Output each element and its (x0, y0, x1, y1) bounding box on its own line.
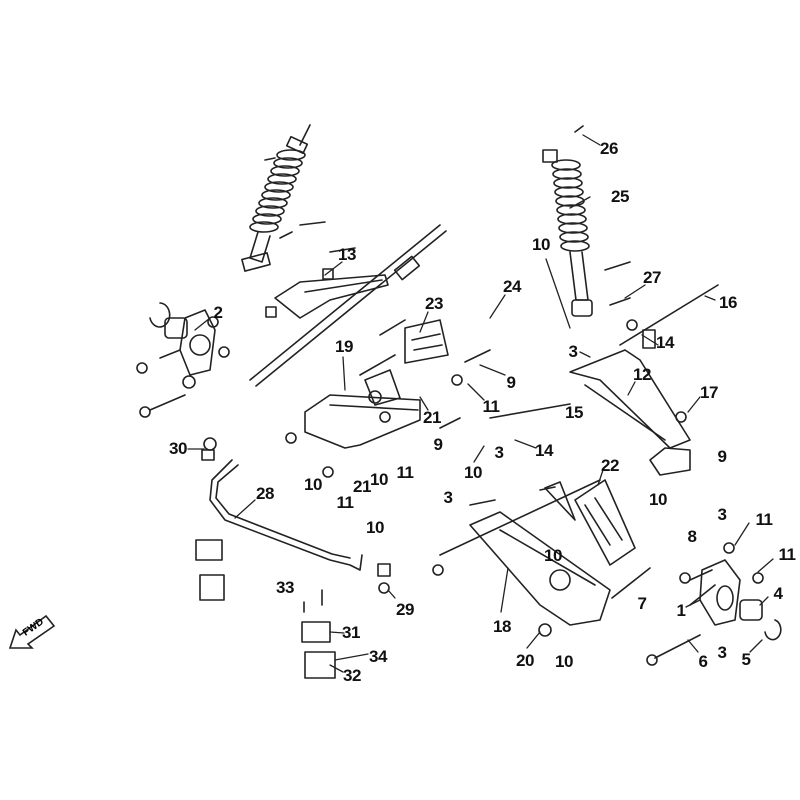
skid-plate-left (404, 319, 449, 364)
callout-14: 14 (535, 441, 553, 460)
callout-9: 9 (433, 435, 443, 454)
knuckle-left (136, 302, 230, 418)
callout-11: 11 (336, 493, 354, 512)
knuckle-right (646, 559, 782, 666)
callout-11: 11 (755, 510, 773, 529)
bolts-and-pins (299, 221, 764, 637)
callout-26: 26 (600, 139, 618, 158)
callout-18: 18 (493, 617, 511, 636)
callout-10: 10 (366, 518, 384, 537)
callout-21: 21 (423, 408, 441, 427)
callout-10: 10 (544, 546, 562, 565)
callout-3: 3 (717, 643, 727, 662)
callout-3: 3 (443, 488, 453, 507)
callout-25: 25 (611, 187, 629, 206)
callout-34: 34 (369, 647, 387, 666)
callout-9: 9 (506, 373, 516, 392)
callout-3: 3 (717, 505, 727, 524)
leader-lines (187, 134, 774, 673)
lower-arm-right (439, 479, 611, 626)
lower-arm-left (285, 354, 421, 449)
callout-3: 3 (568, 342, 578, 361)
callout-32: 32 (343, 666, 361, 685)
callout-21: 21 (353, 477, 371, 496)
callout-11: 11 (778, 545, 796, 564)
callout-3: 3 (494, 443, 504, 462)
callout-14: 14 (656, 333, 674, 352)
callout-1: 1 (676, 601, 686, 620)
callout-2: 2 (213, 303, 223, 322)
callout-10: 10 (464, 463, 482, 482)
callout-24: 24 (503, 277, 521, 296)
callout-20: 20 (516, 651, 534, 670)
callout-30: 30 (169, 439, 187, 458)
callout-29: 29 (396, 600, 414, 619)
callout-11: 11 (396, 463, 414, 482)
callout-28: 28 (256, 484, 274, 503)
callout-9: 9 (717, 447, 727, 466)
callout-19: 19 (335, 337, 353, 356)
skid-plate-right (574, 479, 636, 566)
callout-10: 10 (304, 475, 322, 494)
callout-15: 15 (565, 403, 583, 422)
callout-31: 31 (342, 623, 360, 642)
callout-8: 8 (687, 527, 697, 546)
fwd-arrow-icon (8, 614, 56, 649)
upper-arm-left (249, 224, 447, 387)
upper-arm-right (489, 284, 719, 476)
callout-33: 33 (276, 578, 294, 597)
callout-10: 10 (370, 470, 388, 489)
fwd-direction-arrow: FWD (8, 612, 56, 652)
callout-22: 22 (601, 456, 619, 475)
callout-10: 10 (555, 652, 573, 671)
callout-4: 4 (773, 584, 783, 603)
stabilizer-bar (195, 437, 391, 679)
left-shock-absorber (241, 124, 311, 272)
callout-11: 11 (482, 397, 500, 416)
callout-6: 6 (698, 652, 708, 671)
callout-27: 27 (643, 268, 661, 287)
callout-12: 12 (633, 365, 651, 384)
right-shock-absorber (542, 125, 631, 317)
callout-10: 10 (649, 490, 667, 509)
callout-23: 23 (425, 294, 443, 313)
callout-7: 7 (637, 594, 647, 613)
callout-10: 10 (532, 235, 550, 254)
callout-5: 5 (741, 650, 751, 669)
callout-17: 17 (700, 383, 718, 402)
callout-16: 16 (719, 293, 737, 312)
callout-13: 13 (338, 245, 356, 264)
